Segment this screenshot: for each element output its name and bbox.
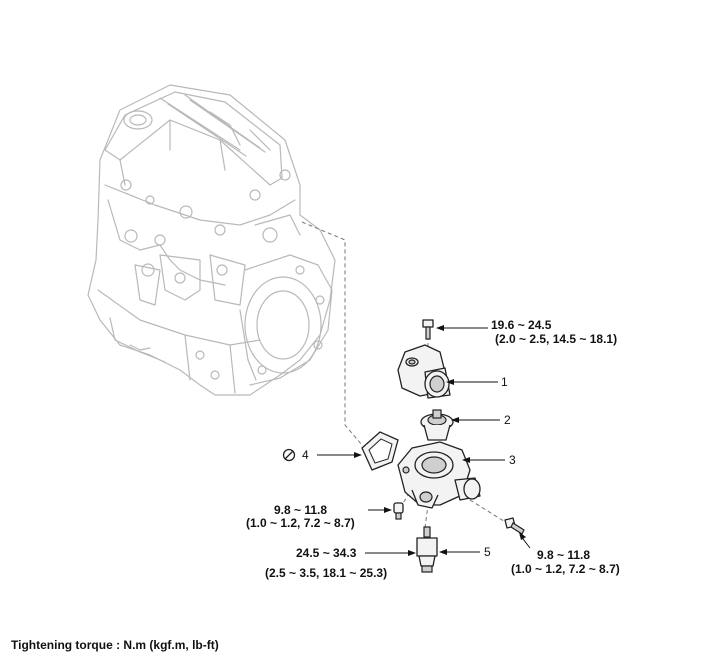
thermostat-cover-part: [397, 344, 451, 399]
torque-top-line1: 19.6 ~ 24.5: [491, 318, 552, 332]
leader-lines: [317, 325, 531, 556]
locator-line-sensor: [424, 504, 429, 529]
callout-2: 2: [504, 413, 511, 427]
right-bolt: [504, 517, 525, 535]
tightening-torque-note: Tightening torque : N.m (kgf.m, lb-ft): [11, 638, 219, 652]
locator-line-engine: [301, 221, 363, 446]
torque-sensor-line1: 24.5 ~ 34.3: [296, 546, 357, 560]
top-bolt: [422, 319, 434, 340]
temperature-sensor-part: [416, 526, 438, 573]
torque-left-line1: 9.8 ~ 11.8: [274, 503, 327, 517]
torque-right-line2: (1.0 ~ 1.2, 7.2 ~ 8.7): [511, 562, 620, 576]
left-bolt: [393, 502, 404, 520]
engine-block-illustration: [87, 84, 336, 396]
gasket-part: [361, 431, 399, 471]
callout-4: 4: [302, 448, 309, 462]
callout-1: 1: [501, 375, 508, 389]
torque-sensor-line2: (2.5 ~ 3.5, 18.1 ~ 25.3): [265, 566, 387, 580]
thermostat-housing-part: [397, 441, 481, 509]
callout-5: 5: [484, 545, 491, 559]
no-reuse-icon: [282, 448, 296, 462]
torque-top-line2: (2.0 ~ 2.5, 14.5 ~ 18.1): [495, 332, 617, 346]
callout-3: 3: [509, 453, 516, 467]
thermostat-part: [420, 409, 454, 441]
torque-right-line1: 9.8 ~ 11.8: [537, 548, 590, 562]
torque-left-line2: (1.0 ~ 1.2, 7.2 ~ 8.7): [246, 516, 355, 530]
